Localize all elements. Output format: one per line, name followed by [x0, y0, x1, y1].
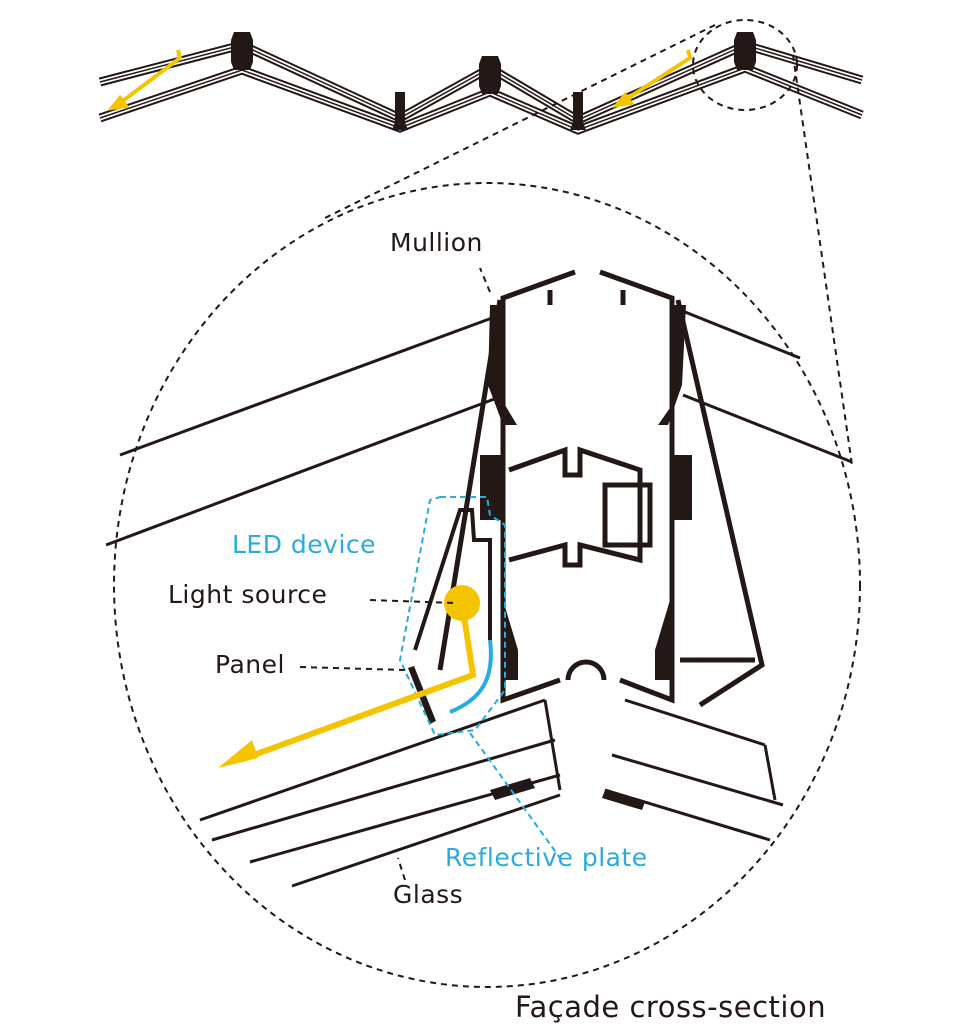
label-reflective-plate: Reflective plate	[445, 843, 648, 872]
light-arrow-icon	[218, 740, 258, 768]
led-device-outline	[398, 496, 506, 737]
led-housing	[413, 508, 492, 651]
label-leaders	[299, 267, 491, 881]
diagram-caption: Façade cross-section	[515, 990, 827, 1024]
label-led-device: LED device	[232, 530, 377, 559]
label-panel: Panel	[215, 650, 285, 679]
reflective-plate-shape	[449, 639, 493, 714]
light-ray	[238, 602, 477, 763]
label-mullion: Mullion	[390, 228, 483, 257]
mullion-solids	[408, 305, 692, 810]
label-light-source: Light source	[168, 580, 328, 609]
strip-mullions	[231, 32, 756, 130]
label-glass: Glass	[393, 880, 464, 909]
glass-panels	[105, 308, 853, 888]
strip-light-arrows	[107, 49, 693, 111]
reflective-plate-leader	[469, 732, 561, 859]
led-device	[218, 496, 561, 859]
zoom-callout	[113, 19, 861, 988]
